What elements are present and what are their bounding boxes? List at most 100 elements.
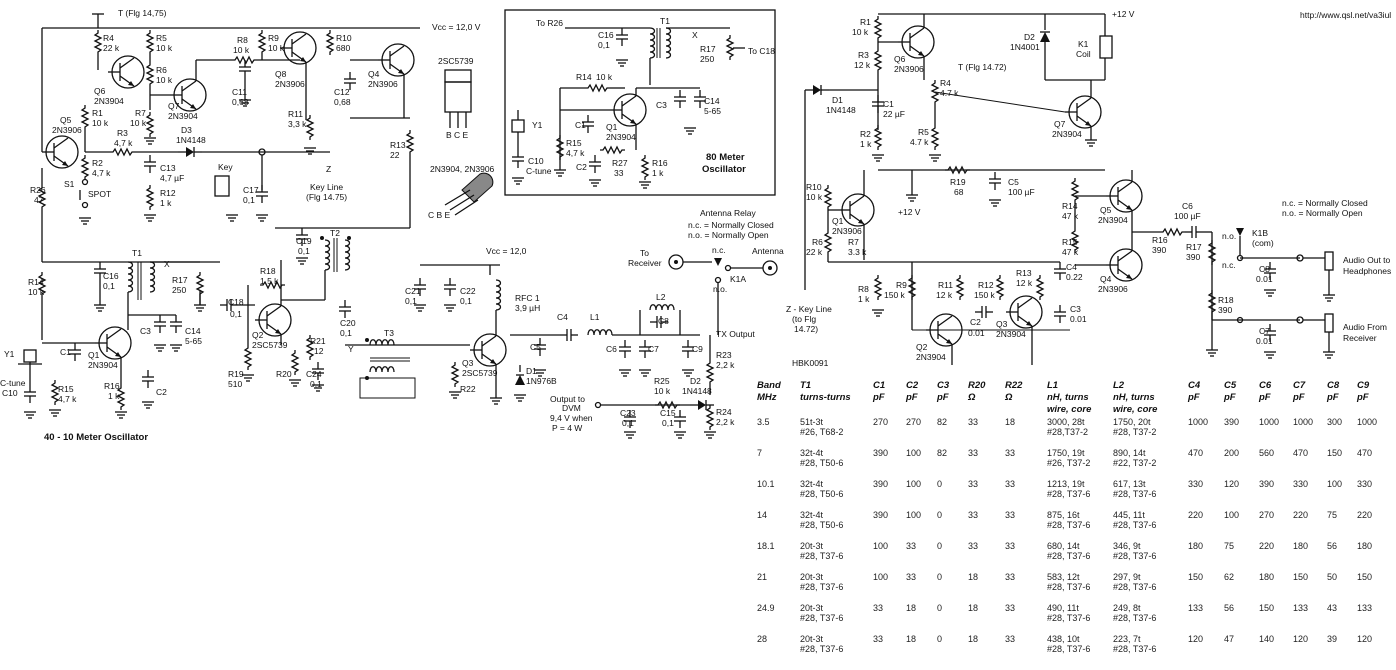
table-cell: 890, 14t [1113,448,1146,458]
r21-value: 12 [314,346,324,356]
r24-value: 2,2 k [716,417,735,427]
table-cell: 0 [937,541,942,551]
r3-label: R3 [117,128,128,138]
osc80-c14-label: C14 [704,96,720,106]
r25-value: 10 k [654,386,671,396]
table-cell: 33 [1005,634,1015,644]
table-header-cell: Band [757,380,781,391]
r18-label: R18 [260,266,276,276]
table-cell: 330 [1357,479,1372,489]
table-cell: 33 [1005,572,1015,582]
package-2n3904-pins: C B E [428,210,451,220]
table-header-cell: nH, turns [1113,392,1155,403]
table-cell: #28, T50-6 [800,489,843,499]
table-cell: 47 [1224,634,1234,644]
table-cell: 18 [968,572,978,582]
hbk-reference: HBK0091 [792,358,829,368]
q2-type: 2SC5739 [252,340,288,350]
table-cell: #28,T37-2 [1047,427,1088,437]
relay-nc-legend: n.c. = Normally Closed [688,220,774,230]
table-cell: 0 [937,572,942,582]
r17-label: R17 [172,275,188,285]
table-cell: 875, 16t [1047,510,1080,520]
t1-label: T1 [132,248,142,258]
y1-label: Y1 [4,349,15,359]
right-c1-value: 22 µF [883,109,905,119]
right-r5-label: R5 [918,127,929,137]
relay-no-legend: n.o. = Normally Open [688,230,769,240]
r23-value: 2,2 k [716,360,735,370]
table-cell: 120 [1357,634,1372,644]
right-r12-value: 150 k [974,290,996,300]
table-cell: 0 [937,510,942,520]
table-cell: 18 [968,603,978,613]
l1-label: L1 [590,312,600,322]
c8-label: C8 [658,316,669,326]
r15-label: R15 [58,384,74,394]
table-cell: 24.9 [757,603,775,613]
table-cell: 56 [1327,541,1337,551]
c13-label: C13 [160,163,176,173]
table-cell: 680, 14t [1047,541,1080,551]
table-cell: 1000 [1357,417,1377,427]
table-cell: 150 [1293,572,1308,582]
osc80-c2-label: C2 [576,162,587,172]
right-q3-type: 2N3904 [996,329,1026,339]
table-cell: 82 [937,417,947,427]
table-header-cell: pF [936,392,949,403]
c23-label: C23 [620,408,636,418]
r14-value: 10 k [28,287,45,297]
table-cell: 1750, 19t [1047,448,1085,458]
c5-label: C5 [530,342,541,352]
table-cell: 3.5 [757,417,770,427]
table-cell: 1750, 20t [1113,417,1151,427]
table-cell: 140 [1259,634,1274,644]
table-cell: 75 [1224,541,1234,551]
right-q7-type: 2N3904 [1052,129,1082,139]
r5-label: R5 [156,33,167,43]
source-url: http://www.qsl.net/va3iul [1300,10,1391,20]
r6-value: 10 k [156,75,173,85]
table-cell: 560 [1259,448,1274,458]
table-cell: 220 [1259,541,1274,551]
table-cell: 180 [1188,541,1203,551]
osc80-r17-label: R17 [700,44,716,54]
table-cell: 32t-4t [800,448,824,458]
r12-value: 1 k [160,198,172,208]
table-header-cell: Ω [1004,392,1013,403]
r19-label: R19 [228,369,244,379]
right-r10-label: R10 [806,182,822,192]
table-cell: #28, T37-6 [1047,551,1090,561]
table-header-cell: L1 [1047,380,1058,391]
table-cell: 75 [1327,510,1337,520]
osc80-c14-value: 5-65 [704,106,721,116]
table-cell: 100 [873,541,888,551]
osc80-c16-label: C16 [598,30,614,40]
table-cell: 0 [937,479,942,489]
osc80-labels: To R26 C16 0,1 T1 X R17 250 To C18 R14 1… [526,16,775,178]
right-d2-type: 1N4001 [1010,42,1040,52]
right-c2-value: 0.01 [968,328,985,338]
l2-label: L2 [656,292,666,302]
right-c6-value: 100 µF [1174,211,1201,221]
right-r2-value: 1 k [860,139,872,149]
right-nc-label: n.c. [1222,260,1236,270]
table-header-cell: C6 [1259,380,1272,391]
table-cell: 445, 11t [1113,510,1145,520]
right-q6-type: 2N3906 [894,64,924,74]
c20-value: 0,1 [340,328,352,338]
table-cell: 10.1 [757,479,775,489]
right-r17-value: 390 [1186,252,1200,262]
table-header-cell: C5 [1224,380,1237,391]
r16-value: 1 k [108,391,120,401]
table-cell: 133 [1293,603,1308,613]
right-c5-value: 100 µF [1008,187,1035,197]
table-cell: 33 [968,541,978,551]
table-cell: #28, T37-6 [1113,551,1156,561]
table-cell: 39 [1327,634,1337,644]
audio-from-label-1: Audio From [1343,322,1387,332]
right-q3-label: Q3 [996,319,1008,329]
table-header-cell: C1 [873,380,885,391]
c15-value: 0,1 [662,418,674,428]
c6-label: C6 [606,344,617,354]
